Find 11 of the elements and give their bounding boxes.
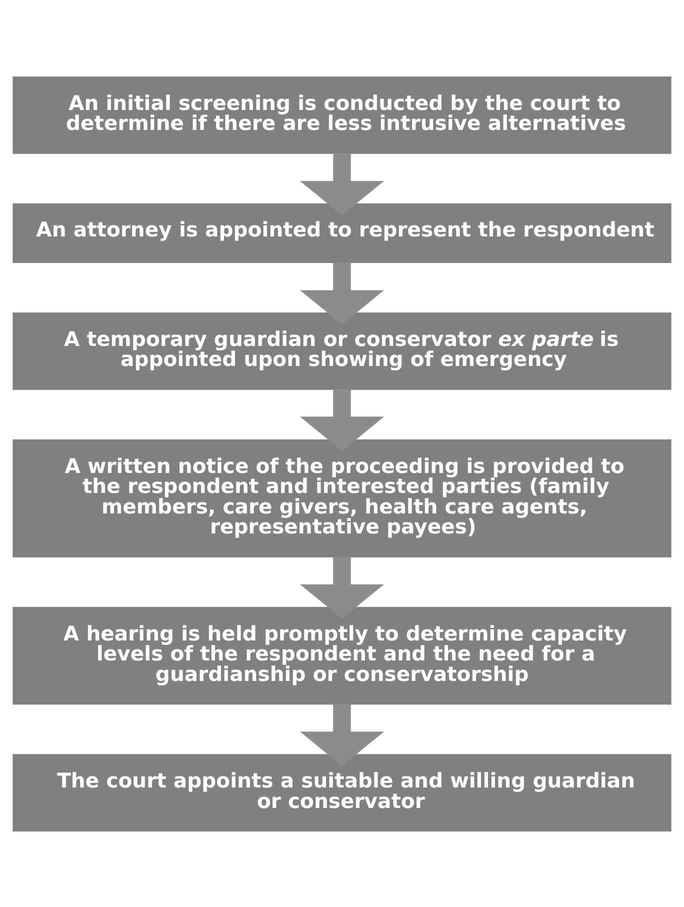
node-box: A temporary guardian or conservator ex parte is appointed upon showing of emergency [12, 312, 672, 390]
arrow [300, 704, 384, 766]
node-box: The court appoints a suitable and willing guardian or conservator [12, 754, 672, 832]
arrow [300, 388, 384, 450]
node-box: A hearing is held promptly to determine capacity levels of the respondent and the need for a guardianship or conservatorship [12, 606, 672, 704]
node-box: An initial screening is conducted by the court to determine if there are less intrusive alternatives [12, 76, 672, 154]
arrow [300, 262, 384, 324]
arrow [300, 152, 384, 215]
node-box: An attorney is appointed to represent the respondent [12, 202, 672, 262]
node-box: A written notice of the proceeding is provided to the respondent and interested parties (family members, care givers, health care agents, representative payees) [12, 438, 672, 557]
arrow [300, 556, 384, 618]
